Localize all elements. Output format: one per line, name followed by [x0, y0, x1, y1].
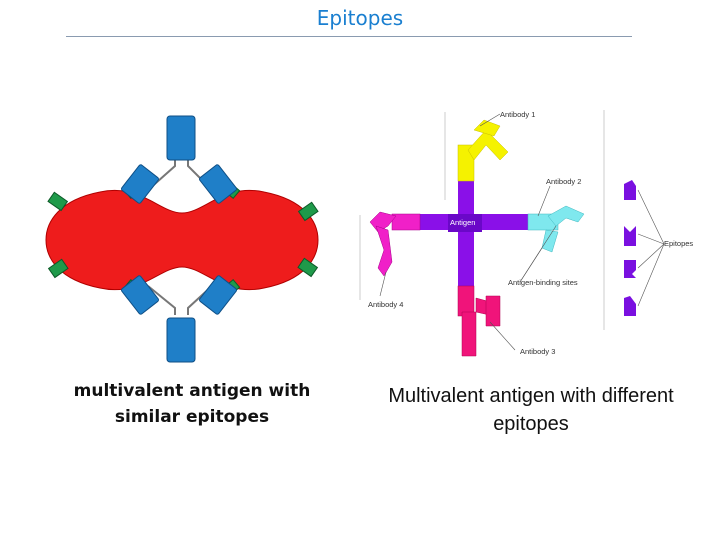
left-caption: multivalent antigen with similar epitope… — [73, 381, 311, 427]
title-divider — [66, 36, 632, 37]
label-antibody-2: Antibody 2 — [546, 177, 581, 186]
right-epitopes — [624, 180, 636, 316]
antibody-2 — [527, 205, 585, 253]
antibody-3 — [457, 285, 501, 357]
left-antibody-arm-4 — [199, 275, 237, 315]
left-epitope-3 — [297, 201, 319, 222]
left-antibody-bottom — [166, 317, 196, 363]
leader-lines — [379, 113, 665, 351]
label-antibody-4: Antibody 4 — [368, 300, 403, 309]
label-epitopes: Epitopes — [664, 239, 693, 248]
left-antibody-top — [166, 115, 196, 161]
left-antigen — [45, 189, 319, 291]
left-epitope-1 — [47, 191, 69, 212]
page-title: Epitopes — [316, 6, 404, 30]
label-antibody-1: Antibody 1 — [500, 110, 535, 119]
left-antibody-arm-1 — [121, 164, 159, 204]
antibody-1 — [457, 119, 509, 182]
left-epitope-2 — [47, 258, 69, 279]
left-antibody-arm-3 — [121, 275, 159, 315]
right-figure: Antibody 1 Antibody 2 Antigen Antigen-bi… — [359, 110, 693, 357]
left-epitope-4 — [297, 257, 319, 278]
right-antigen-center — [448, 214, 482, 232]
label-antibody-3: Antibody 3 — [520, 347, 555, 356]
antibody-4 — [369, 211, 421, 277]
left-antibody-arm-2 — [199, 164, 237, 204]
right-caption: Multivalent antigen with different epito… — [388, 385, 674, 435]
label-antigen: Antigen — [450, 218, 475, 227]
left-figure — [45, 115, 319, 363]
label-binding-sites: Antigen-binding sites — [508, 278, 578, 287]
right-antigen-vertical — [458, 180, 474, 288]
